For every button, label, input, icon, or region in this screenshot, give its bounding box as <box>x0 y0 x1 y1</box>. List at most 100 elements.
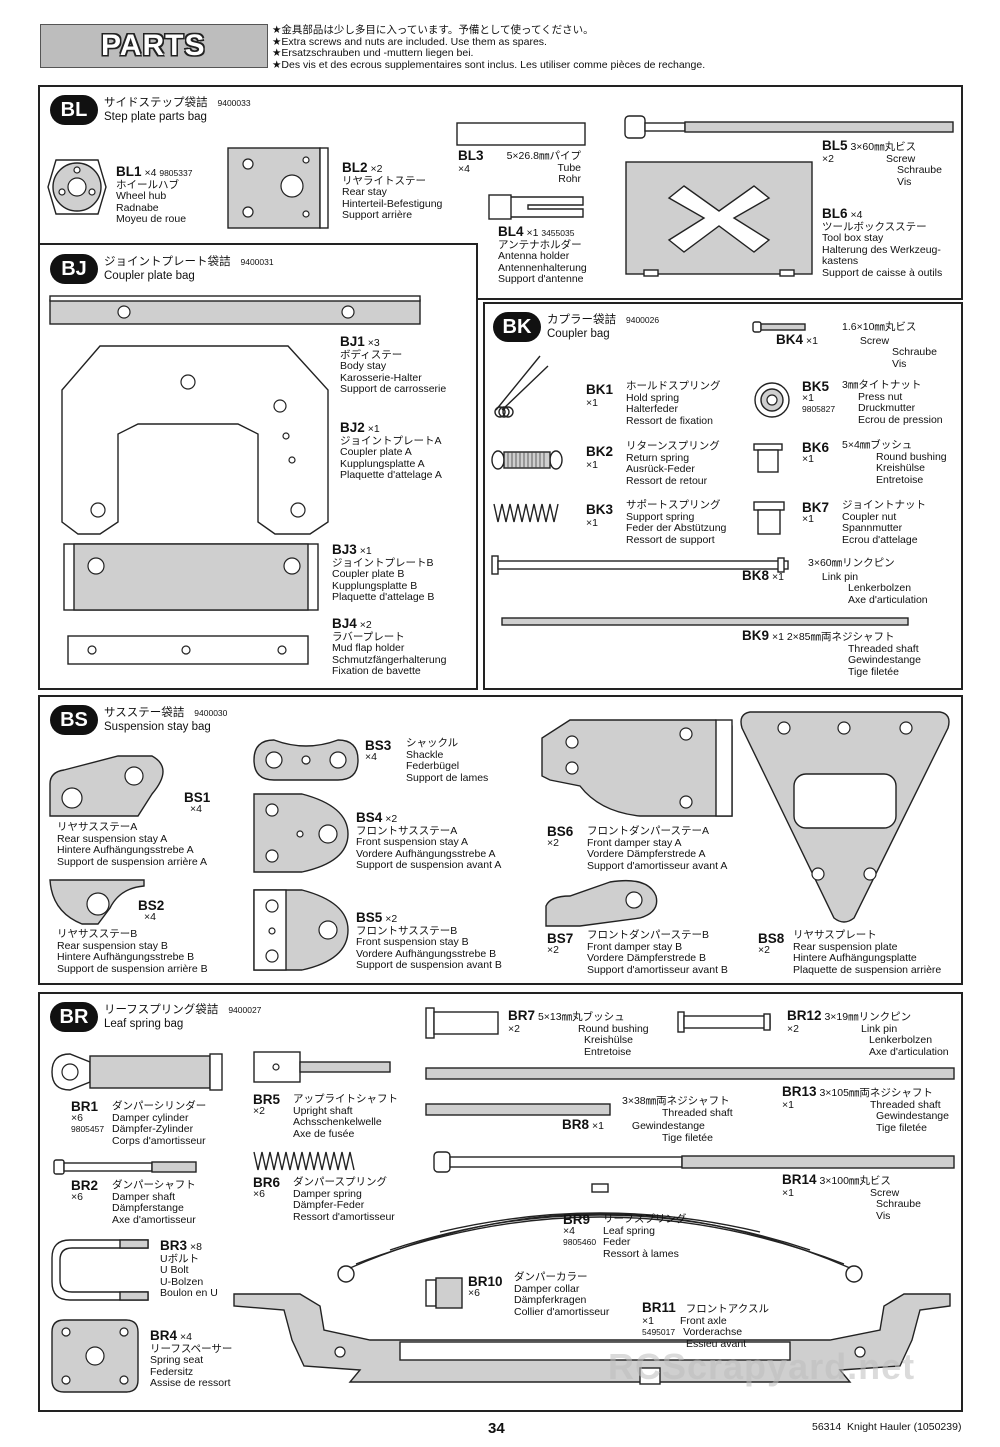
bk4-line-en: Screw <box>859 334 890 347</box>
br1-qty: ×6 <box>71 1111 83 1124</box>
bs4-line-de: Vordere Aufhängungsstrebe A <box>356 847 496 860</box>
br4-label: BR4 ×4 リーフスペーサー Spring seat Federsitz As… <box>150 1328 232 1390</box>
bs-title-jp: サスステー袋詰 <box>104 707 185 719</box>
bj2-label: BJ2 ×1 ジョイントプレートA Coupler plate A Kupplu… <box>340 421 442 482</box>
br-title-jp: リーフスプリング袋詰 <box>104 1004 219 1016</box>
bs3-line-fr: Support de lames <box>406 771 489 784</box>
br6-line-jp: ダンパースプリング <box>293 1176 387 1188</box>
bl-title-jp: サイドステップ袋詰 <box>104 97 208 109</box>
br10-desc: ダンパーカラー Damper collar Dämpferkragen Coll… <box>514 1271 609 1318</box>
br3-qty: ×8 <box>189 1241 202 1253</box>
bl2-line-fr: Support arrière <box>342 209 413 221</box>
bj1-line-jp: ボディステー <box>340 348 403 361</box>
br1-partno: 9805457 <box>71 1124 105 1134</box>
br14-line-fr: Vis <box>876 1209 891 1222</box>
br12-line-fr: Axe d'articulation <box>869 1045 949 1058</box>
bs4-label: BS4 ×2 フロントサスステーA Front suspension stay … <box>356 810 502 872</box>
bk4-qty: ×1 <box>805 334 818 347</box>
br10-line-jp: ダンパーカラー <box>514 1271 588 1283</box>
br10-code: BR10 <box>468 1274 503 1289</box>
br12-line-de: Lenkerbolzen <box>869 1034 933 1046</box>
bk5-line-en: Press nut <box>858 390 903 403</box>
page-number: 34 <box>488 1420 505 1437</box>
bk2-line-en: Return spring <box>626 451 690 464</box>
bl5-screw-drawing <box>624 115 954 139</box>
bj3-line-de: Kupplungsplatte B <box>332 579 418 592</box>
br2-qty: ×6 <box>71 1190 83 1203</box>
bk5-size: 3㎜タイトナット <box>842 379 922 391</box>
bk2-line-de: Ausrück-Feder <box>626 463 695 475</box>
bk2-line-jp: リターンスプリング <box>626 440 720 452</box>
model-info: 56314 Knight Hauler (1050239) <box>812 1421 962 1433</box>
br13-line-en: Threaded shaft <box>869 1098 941 1111</box>
bl1-wheel-hub-drawing <box>47 159 107 215</box>
bs6-line-jp: フロントダンパーステーA <box>587 825 709 837</box>
bk4-size: 1.6×10㎜丸ビス <box>842 321 917 333</box>
br8-line-en: Threaded shaft <box>662 1106 733 1119</box>
br8-threaded-shaft-drawing <box>425 1103 611 1116</box>
bs8-code: BS8 <box>758 931 785 946</box>
bk9-threaded-shaft-drawing <box>501 617 909 626</box>
br7-line-en: Round bushing <box>577 1022 649 1035</box>
br11-front-axle-drawing <box>233 1293 951 1385</box>
br11-line-fr: Essieu avant <box>686 1337 747 1350</box>
br10-qty: ×6 <box>468 1286 480 1299</box>
bs2-line-fr: Support de suspension arrière B <box>57 962 208 975</box>
br5-line-jp: アップライトシャフト <box>293 1093 398 1105</box>
bs3-shackle-drawing <box>253 739 359 781</box>
bl1-qty: ×4 <box>144 167 157 179</box>
br11-line-de: Vorderachse <box>683 1326 743 1338</box>
bj2-coupler-plate-a-drawing <box>61 345 329 535</box>
br-badge: BR <box>50 1002 98 1032</box>
bs8-line-fr: Plaquette de suspension arrière <box>793 963 942 976</box>
bl-title-en: Step plate parts bag <box>104 111 207 123</box>
bs2-line-en: Rear suspension stay B <box>57 939 168 952</box>
bl2-label: BL2 ×2 リヤライトステー Rear stay Hinterteil-Bef… <box>342 160 442 222</box>
bs5-label: BS5 ×2 フロントサスステーB Front suspension stay … <box>356 911 502 972</box>
br13-qty: ×1 <box>782 1098 794 1111</box>
br11-partno: 5495017 <box>642 1327 676 1337</box>
br5-qty: ×2 <box>253 1104 265 1117</box>
bs6-line-fr: Support d'amortisseur avant A <box>587 859 728 872</box>
bs4-front-suspension-stay-a-drawing <box>253 793 349 873</box>
bl5-qty: ×2 <box>822 152 834 165</box>
br14-line-de: Schraube <box>876 1198 921 1210</box>
br7-line-de: Kreishülse <box>584 1034 634 1046</box>
bs2-code: BS2 <box>138 898 165 913</box>
bs4-line-fr: Support de suspension avant A <box>356 859 502 871</box>
bs5-line-de: Vordere Aufhängungsstrebe B <box>356 947 497 960</box>
br2-line-en: Damper shaft <box>112 1190 176 1203</box>
bk5-label: BK5 ×1 9805827 <box>802 380 835 416</box>
br13-threaded-shaft-drawing <box>425 1067 955 1080</box>
br10-damper-collar-drawing <box>425 1277 463 1309</box>
br4-code: BR4 <box>150 1328 178 1343</box>
bl1-line-de: Radnabe <box>116 201 159 214</box>
br5-line-fr: Axe de fusée <box>293 1127 355 1140</box>
bs7-line-en: Front damper stay B <box>587 940 683 953</box>
br1-damper-cylinder-drawing <box>51 1053 223 1091</box>
bk1-code: BK1 <box>586 382 614 397</box>
bl3-tube-drawing <box>456 122 586 146</box>
bs2-rear-suspension-stay-b-drawing <box>49 879 145 925</box>
br6-line-en: Damper spring <box>293 1187 362 1200</box>
br1-desc: ダンパーシリンダー Damper cylinder Dämpfer-Zylind… <box>112 1100 206 1147</box>
note-de: ★Ersatzschrauben und -muttern liegen bei… <box>272 47 474 59</box>
bs1-code: BS1 <box>184 790 211 805</box>
bj1-label: BJ1 ×3 ボディステー Body stay Karosserie-Halte… <box>340 335 446 396</box>
bs3-qty: ×4 <box>365 750 377 763</box>
bj3-code: BJ3 <box>332 542 357 557</box>
bl6-line-de: Halterung des Werkzeug- <box>822 243 941 256</box>
bk2-code: BK2 <box>586 444 614 459</box>
br6-line-de: Dämpfer-Feder <box>293 1199 365 1211</box>
br6-line-fr: Ressort d'amortisseur <box>293 1210 395 1223</box>
bl1-partno: 9805337 <box>159 168 193 178</box>
bl3-code: BL3 <box>458 148 484 163</box>
br3-label: BR3 ×8 Uボルト U Bolt U-Bolzen Boulon en U <box>160 1239 218 1300</box>
bl2-code: BL2 <box>342 160 368 175</box>
br2-line-de: Dämpferstange <box>112 1202 184 1214</box>
bs4-code: BS4 <box>356 810 383 825</box>
br8-line-de: Gewindestange <box>631 1120 705 1132</box>
parts-title: PARTS <box>101 29 206 62</box>
